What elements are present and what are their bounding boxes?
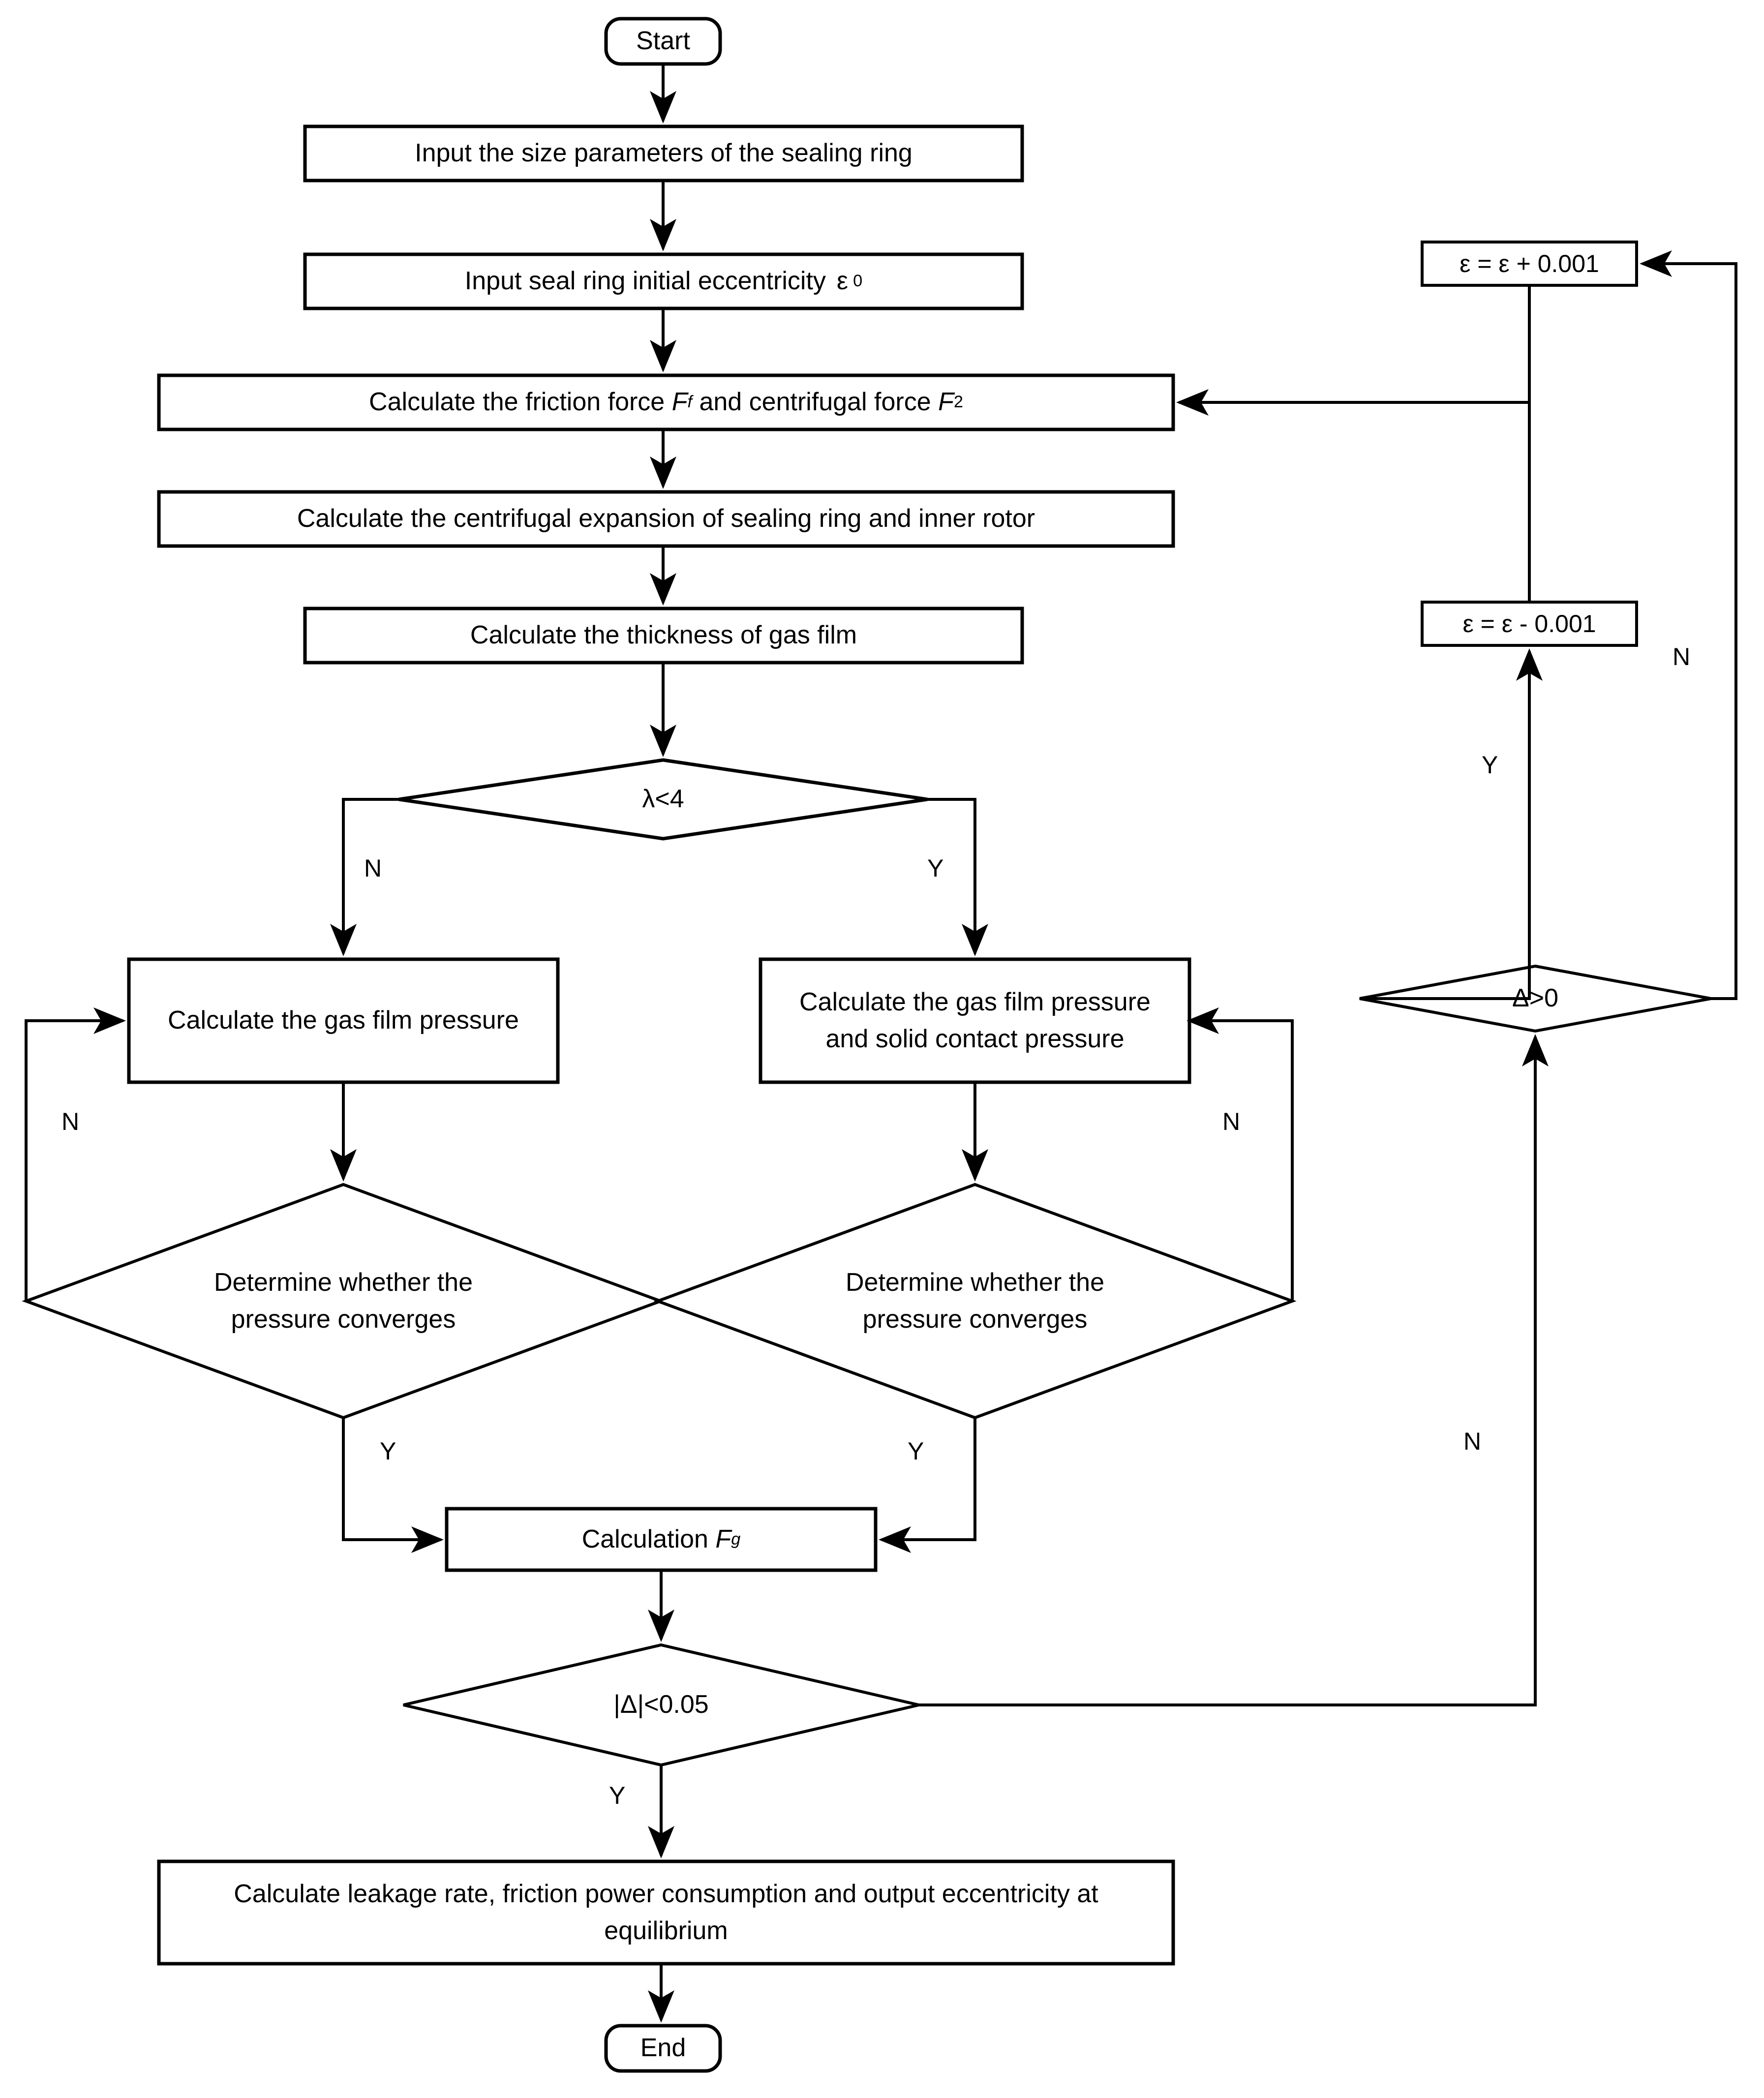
node-converge-left-label: Determine whether the pressure converges: [213, 1268, 473, 1334]
node-final-calc-label: Calculate leakage rate, friction power c…: [234, 1879, 1098, 1945]
node-eps-plus-shape: [1421, 241, 1638, 287]
calc-forces-symbol-1-sub: f: [687, 393, 692, 412]
edge-label-delta-sign-no: N: [1673, 643, 1691, 670]
node-input-ecc-shape: [303, 252, 1024, 310]
node-eps-minus-label: ε = ε - 0.001: [1462, 609, 1596, 638]
node-calc-film-right-label: Calculate the gas film pressure and soli…: [799, 987, 1151, 1053]
node-delta-sign-shape: [1359, 964, 1711, 1033]
edge-converge-left-yes: [342, 1418, 444, 1553]
node-delta-abs-label: |Δ|<0.05: [613, 1690, 709, 1719]
node-eps-plus-label: ε = ε + 0.001: [1460, 249, 1599, 277]
edge-delta-sign-yes: [1360, 648, 1543, 1000]
edge-converge-right-yes: [879, 1418, 976, 1553]
edge-lambda-yes: [927, 798, 988, 956]
calc-forces-symbol-1: F: [671, 388, 688, 417]
node-lambda-test-label: λ<4: [642, 785, 684, 814]
node-calc-film-left-shape: [127, 957, 560, 1084]
node-delta-sign-label: Δ>0: [1512, 984, 1559, 1013]
node-calc-film-right-shape: [759, 957, 1191, 1084]
node-calc-fg-shape: [445, 1507, 878, 1572]
node-input-size-label: Input the size parameters of the sealing…: [415, 139, 912, 168]
node-final-calc-shape: [157, 1859, 1175, 1966]
node-input-ecc-label: Input seal ring initial eccentricity ε 0: [305, 254, 1022, 308]
calc-forces-text-pre: Calculate the friction force: [369, 388, 665, 417]
node-end-shape: [604, 2024, 722, 2073]
edge-converge-right-no: [1186, 1007, 1294, 1301]
calc-fg-text-pre: Calculation: [581, 1524, 708, 1553]
node-calc-expansion-shape: [157, 490, 1175, 548]
node-input-size-shape: [303, 124, 1024, 182]
calc-fg-symbol: F: [715, 1524, 731, 1553]
edge-delta-abs-no: [919, 1034, 1549, 1706]
node-start-label: Start: [636, 27, 690, 56]
edge-label-delta-abs-no: N: [1463, 1428, 1482, 1455]
node-end-label: End: [640, 2034, 686, 2063]
node-calc-forces-shape: [157, 373, 1175, 431]
node-input-ecc-symbol: ε: [836, 267, 849, 296]
edge-lambda-no: [330, 798, 399, 956]
calc-fg-symbol-sub: g: [731, 1529, 741, 1549]
edge-eps-plus-to-calc-forces: [1176, 285, 1531, 416]
calc-forces-symbol-2-sub: 2: [953, 393, 963, 412]
edge-label-converge-right-no: N: [1222, 1108, 1241, 1135]
edge-label-delta-abs-yes: Y: [609, 1782, 626, 1809]
node-lambda-test-shape: [398, 758, 928, 841]
edge-label-converge-right-yes: Y: [908, 1437, 924, 1465]
edge-label-lambda-no: N: [364, 854, 382, 882]
node-eps-minus-shape: [1421, 601, 1638, 647]
edge-converge-left-no: [25, 1007, 126, 1301]
edge-delta-sign-no: [1640, 250, 1737, 1000]
node-input-ecc-text: Input seal ring initial eccentricity: [464, 267, 826, 296]
node-calc-thickness-label: Calculate the thickness of gas film: [470, 621, 857, 650]
node-calc-expansion-label: Calculate the centrifugal expansion of s…: [297, 504, 1035, 533]
edge-label-lambda-yes: Y: [927, 854, 944, 882]
node-converge-right-label: Determine whether the pressure converges: [845, 1268, 1105, 1334]
edge-label-converge-left-yes: Y: [380, 1437, 396, 1465]
node-calc-film-left-label: Calculate the gas film pressure: [168, 1006, 519, 1035]
calc-forces-text-mid: and centrifugal force: [699, 388, 931, 417]
edge-label-delta-sign-yes: Y: [1482, 751, 1498, 779]
calc-forces-symbol-2: F: [938, 388, 954, 417]
node-input-ecc-index: 0: [853, 272, 863, 291]
edge-label-converge-left-no: N: [61, 1108, 80, 1135]
